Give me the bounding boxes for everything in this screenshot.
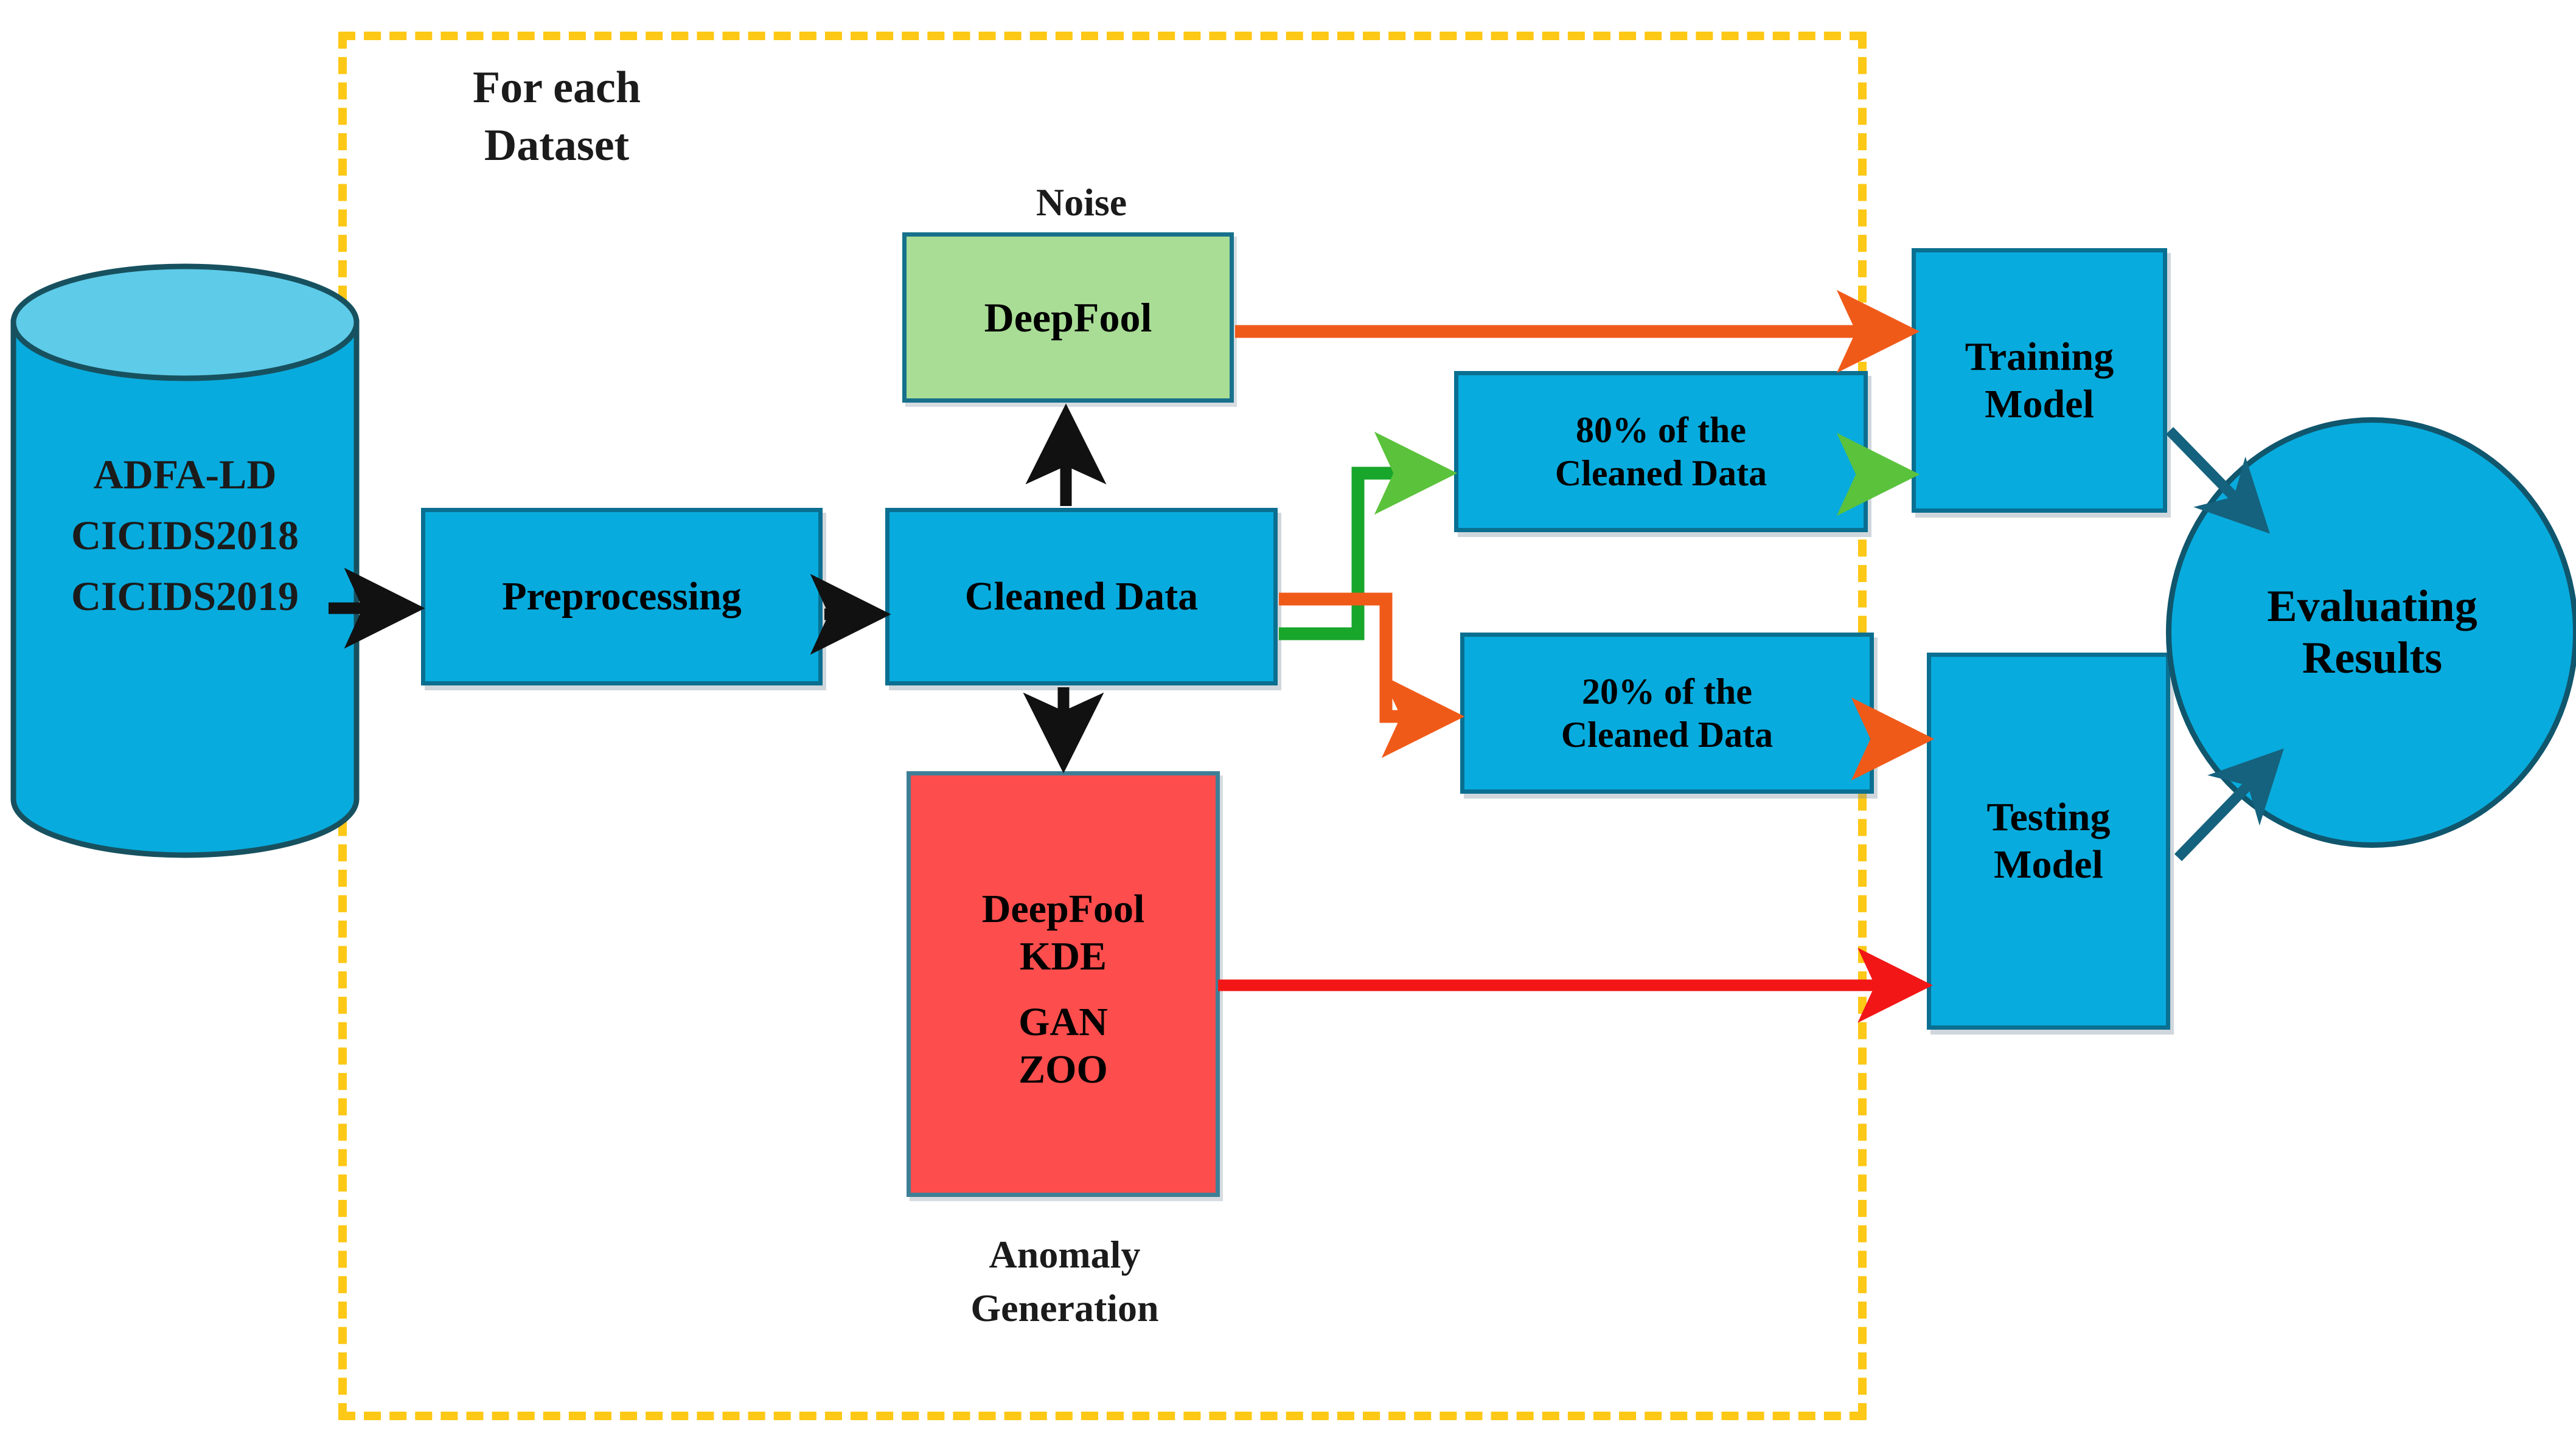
preprocessing-node[interactable]: Preprocessing bbox=[421, 508, 823, 685]
training-model-line2: Model bbox=[1985, 381, 2094, 426]
datasets-line1: ADFA-LD bbox=[93, 451, 277, 498]
testing-model-node[interactable]: Testing Model bbox=[1927, 653, 2170, 1030]
anomaly-caption-line2: Generation bbox=[970, 1286, 1159, 1330]
split-80-line1: 80% of the bbox=[1576, 409, 1746, 450]
split-20-node[interactable]: 20% of the Cleaned Data bbox=[1460, 633, 1874, 794]
split-80-line2: Cleaned Data bbox=[1554, 453, 1767, 493]
anomaly-line3: GAN bbox=[1018, 1000, 1108, 1044]
group-label-line2: Dataset bbox=[484, 120, 630, 170]
evaluating-results-line1: Evaluating bbox=[2267, 581, 2477, 631]
anomaly-line1: DeepFool bbox=[981, 887, 1145, 932]
noise-caption: Noise bbox=[1036, 181, 1127, 224]
anomaly-caption-line1: Anomaly bbox=[989, 1233, 1141, 1276]
cleaned-data-node[interactable]: Cleaned Data bbox=[885, 508, 1278, 685]
noise-deepfool-node[interactable]: DeepFool bbox=[902, 232, 1234, 403]
testing-model-line1: Testing bbox=[1986, 795, 2111, 840]
datasets-line3: CICIDS2019 bbox=[71, 573, 299, 619]
split-20-line2: Cleaned Data bbox=[1561, 714, 1774, 755]
testing-model-line2: Model bbox=[1994, 842, 2103, 887]
group-label-line1: For each bbox=[472, 63, 641, 113]
training-model-node[interactable]: Training Model bbox=[1912, 248, 2167, 513]
evaluating-results-node[interactable]: Evaluating Results bbox=[2166, 417, 2576, 848]
training-model-line1: Training bbox=[1965, 334, 2114, 379]
anomaly-line4: ZOO bbox=[1018, 1047, 1108, 1092]
split-20-line1: 20% of the bbox=[1582, 671, 1752, 712]
datasets-cylinder bbox=[9, 263, 361, 859]
anomaly-line2: KDE bbox=[1019, 934, 1107, 979]
datasets-line2: CICIDS2018 bbox=[71, 512, 299, 558]
anomaly-generation-node[interactable]: DeepFool KDE GAN ZOO bbox=[907, 771, 1220, 1197]
split-80-node[interactable]: 80% of the Cleaned Data bbox=[1454, 371, 1868, 532]
evaluating-results-line2: Results bbox=[2302, 633, 2443, 683]
